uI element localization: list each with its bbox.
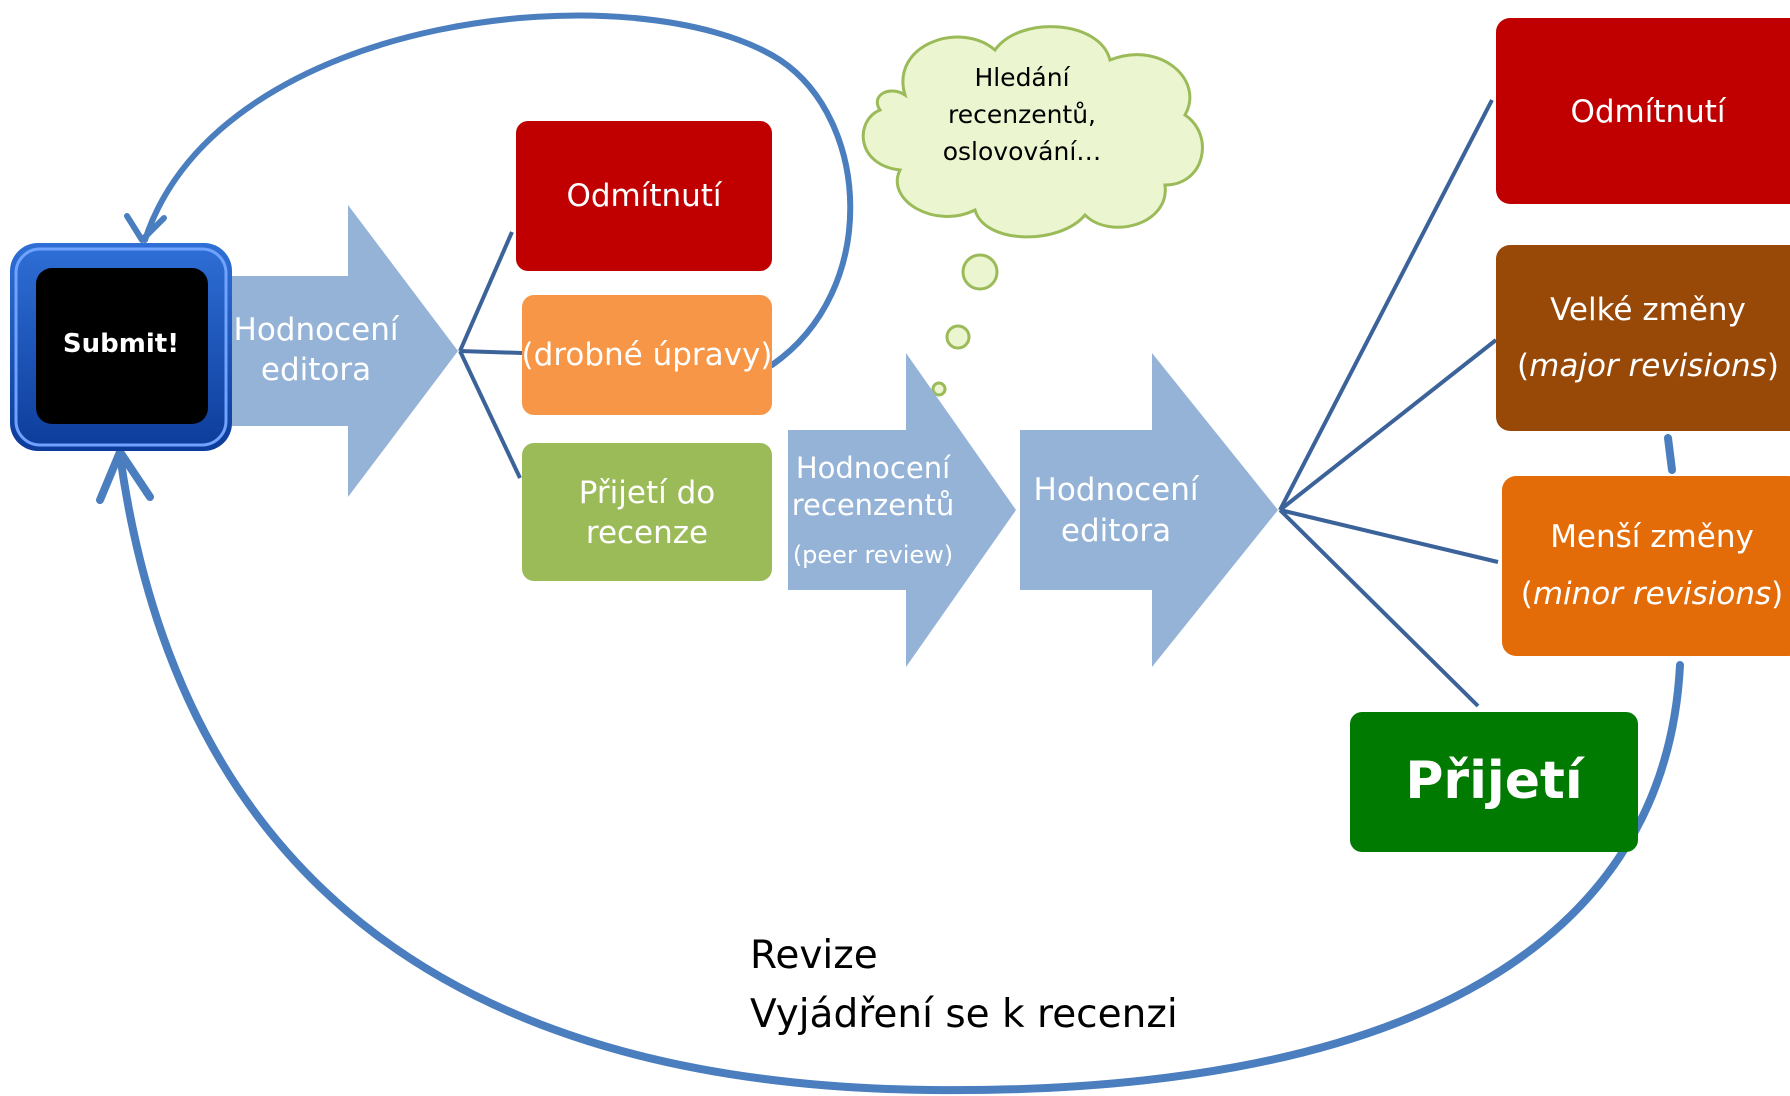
submit-box[interactable]: Submit! bbox=[10, 243, 232, 451]
step1-line2: editora bbox=[261, 352, 371, 388]
final-reject-label: Odmítnutí bbox=[1570, 94, 1726, 130]
final-minor-line1: Menší změny bbox=[1550, 519, 1754, 555]
first-minor-box: (drobné úpravy) bbox=[522, 295, 773, 415]
first-accept-line2: recenze bbox=[586, 515, 708, 551]
step1-line1: Hodnocení bbox=[234, 312, 400, 348]
reviewer-assessment-arrow: Hodnocení recenzentů (peer review) bbox=[788, 353, 1016, 667]
cloud-line2: recenzentů, bbox=[948, 100, 1096, 129]
cloud-bubble-large bbox=[961, 253, 999, 291]
step3-line1: Hodnocení bbox=[1034, 472, 1200, 508]
final-accept-box: Přijetí bbox=[1350, 712, 1638, 852]
editor-assessment-arrow-2: Hodnocení editora bbox=[1020, 353, 1278, 667]
final-reject-box: Odmítnutí bbox=[1496, 18, 1790, 204]
first-decision-connectors bbox=[458, 231, 523, 479]
first-reject-box: Odmítnutí bbox=[516, 121, 772, 271]
editor-assessment-arrow-1: Hodnocení editora bbox=[232, 205, 458, 497]
final-accept-label: Přijetí bbox=[1405, 751, 1586, 811]
cloud-bubble-small bbox=[931, 381, 947, 397]
cloud-line1: Hledání bbox=[974, 63, 1070, 92]
revision-loop-arrowhead bbox=[96, 448, 154, 504]
step2-line2: recenzentů bbox=[792, 488, 955, 522]
submit-label: Submit! bbox=[63, 329, 179, 359]
final-minor-line2: (minor revisions) bbox=[1521, 576, 1784, 612]
final-major-line1: Velké změny bbox=[1550, 292, 1746, 328]
cloud-line3: oslovování… bbox=[943, 137, 1102, 166]
first-minor-label: (drobné úpravy) bbox=[522, 337, 773, 373]
minor-fix-loop-arrow bbox=[142, 12, 854, 368]
final-major-line2: (major revisions) bbox=[1517, 348, 1779, 384]
first-accept-box: Přijetí do recenze bbox=[522, 443, 772, 581]
loop-note-line2: Vyjádření se k recenzi bbox=[750, 992, 1178, 1037]
step2-line1: Hodnocení bbox=[796, 451, 951, 485]
cloud-bubble-medium bbox=[945, 324, 971, 350]
revision-loop-arrow bbox=[116, 451, 1684, 1095]
step3-line2: editora bbox=[1061, 513, 1171, 549]
final-major-box: Velké změny (major revisions) bbox=[1496, 245, 1790, 431]
final-minor-box: Menší změny (minor revisions) bbox=[1502, 476, 1790, 656]
minor-fix-loop-arrowhead bbox=[124, 213, 167, 243]
step2-note: (peer review) bbox=[793, 541, 953, 569]
revision-loop-upper-segment bbox=[1664, 434, 1676, 474]
final-decision-connectors bbox=[1278, 99, 1499, 708]
first-accept-line1: Přijetí do bbox=[579, 475, 715, 511]
loop-note-line1: Revize bbox=[750, 933, 878, 978]
reviewer-search-cloud: Hledání recenzentů, oslovování… bbox=[861, 25, 1204, 397]
first-reject-label: Odmítnutí bbox=[566, 178, 722, 214]
